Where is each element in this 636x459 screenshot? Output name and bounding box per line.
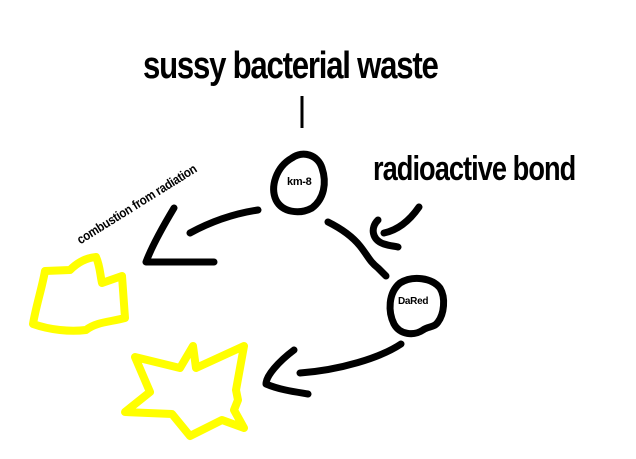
explosion-bottom-shape [121,342,248,440]
km8-to-explosion-arrow-shaft [186,206,262,237]
km8-to-explosion-arrowhead [142,204,218,266]
bond-pointer-arrowhead [369,216,402,251]
dared-to-explosion-arrowhead [262,346,312,398]
dared-node-label: DaRed [398,296,429,307]
km8-to-dared-link [324,218,390,280]
dared-node-shape [386,274,448,338]
radioactive-bond-annotation: radioactive bond [373,150,576,188]
bond-pointer-arrow [380,203,423,237]
diagram-title: sussy bacterial waste [143,45,439,87]
explosion-left-shape [29,253,129,335]
km8-node-shape [270,150,328,216]
km8-node-label: km-8 [287,176,312,188]
dared-to-explosion-arrow-shaft [296,340,405,377]
